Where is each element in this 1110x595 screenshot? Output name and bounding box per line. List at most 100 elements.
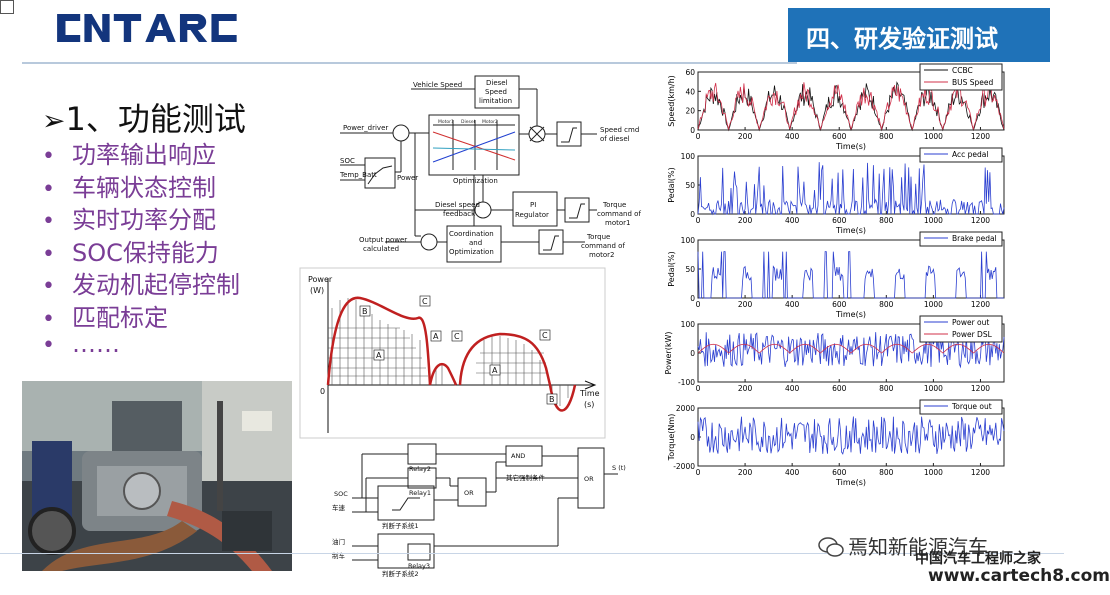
plot-frame bbox=[697, 155, 1005, 215]
x-tick-label: 1000 bbox=[924, 300, 943, 309]
slide-corner-mark bbox=[0, 0, 14, 14]
legend-box bbox=[919, 315, 1003, 343]
svg-text:calculated: calculated bbox=[363, 245, 399, 253]
power-curve-1 bbox=[326, 296, 432, 386]
svg-text:A: A bbox=[376, 351, 382, 360]
svg-text:Speed cmd: Speed cmd bbox=[600, 126, 639, 134]
svg-text:command of: command of bbox=[597, 210, 641, 218]
x-axis-label: Time(s) bbox=[835, 226, 866, 235]
list-item: •功率输出响应 bbox=[42, 141, 216, 169]
header-divider bbox=[22, 62, 797, 64]
list-item: •实时功率分配 bbox=[42, 206, 216, 234]
y-tick-label: 20 bbox=[685, 107, 695, 116]
legend-label: Power DSL bbox=[952, 330, 993, 339]
svg-text:Vehicle Speed: Vehicle Speed bbox=[413, 81, 462, 89]
watermark-site-name: 中国汽车工程师之家 bbox=[915, 551, 1041, 567]
legend-label: Power out bbox=[952, 318, 989, 327]
legend-label: Torque out bbox=[951, 402, 992, 411]
x-axis-label: Time(s) bbox=[835, 310, 866, 319]
y-tick-label: 0 bbox=[690, 349, 695, 358]
svg-text:Diesel: Diesel bbox=[461, 119, 475, 125]
x-tick-label: 200 bbox=[738, 384, 753, 393]
x-tick-label: 600 bbox=[832, 300, 847, 309]
svg-text:Motor2: Motor2 bbox=[482, 119, 498, 125]
svg-text:Diesel speed: Diesel speed bbox=[435, 201, 480, 209]
svg-text:motor2: motor2 bbox=[589, 251, 614, 259]
x-tick-label: 400 bbox=[785, 132, 800, 141]
svg-text:Power: Power bbox=[397, 174, 418, 182]
svg-text:OR: OR bbox=[464, 489, 474, 497]
svg-text:SOC: SOC bbox=[340, 157, 355, 165]
x-tick-label: 1200 bbox=[971, 132, 990, 141]
footer-divider bbox=[0, 553, 1064, 554]
y-tick-label: 0 bbox=[690, 126, 695, 135]
list-item: •SOC保持能力 bbox=[42, 238, 219, 267]
list-item: •匹配标定 bbox=[42, 303, 168, 332]
svg-text:feedback: feedback bbox=[443, 210, 476, 218]
x-tick-label: 0 bbox=[696, 216, 701, 225]
legend-label: Acc pedal bbox=[952, 150, 988, 159]
svg-text:Optimization: Optimization bbox=[449, 248, 494, 256]
y-tick-label: 50 bbox=[685, 265, 695, 274]
soc-lookup-block bbox=[364, 157, 396, 189]
series-line bbox=[697, 343, 1005, 354]
svg-text:油门: 油门 bbox=[332, 537, 345, 546]
chart-legend: Brake pedal bbox=[919, 231, 1003, 247]
control-block-diagram: Vehicle Speed Diesel Speed limitation Po… bbox=[339, 75, 641, 263]
legend-box bbox=[919, 63, 1003, 91]
svg-text:Relay3: Relay3 bbox=[408, 562, 430, 570]
svg-text:0: 0 bbox=[320, 387, 325, 396]
svg-text:and: and bbox=[469, 239, 482, 247]
x-tick-label: 400 bbox=[785, 468, 800, 477]
svg-text:limitation: limitation bbox=[479, 97, 512, 105]
y-tick-label: 0 bbox=[690, 210, 695, 219]
svg-text:Power: Power bbox=[308, 275, 333, 284]
y-axis-label: Speed(km/h) bbox=[667, 75, 676, 127]
relay2-block bbox=[407, 443, 437, 465]
x-axis-label: Time(s) bbox=[835, 478, 866, 487]
y-tick-label: 2000 bbox=[676, 404, 695, 413]
chart-legend: Acc pedal bbox=[919, 147, 1003, 163]
list-item: •…… bbox=[42, 330, 120, 358]
legend-label: CCBC bbox=[952, 66, 973, 75]
x-tick-label: 600 bbox=[832, 216, 847, 225]
x-tick-label: 0 bbox=[696, 300, 701, 309]
x-tick-label: 200 bbox=[738, 300, 753, 309]
y-tick-label: 50 bbox=[685, 181, 695, 190]
sum-junction-1 bbox=[392, 124, 410, 142]
x-tick-label: 800 bbox=[879, 216, 894, 225]
svg-text:(W): (W) bbox=[310, 286, 324, 295]
y-tick-label: -100 bbox=[678, 378, 695, 387]
company-logo bbox=[55, 8, 239, 58]
svg-text:Coordination: Coordination bbox=[449, 230, 494, 238]
logic-block-diagram: Relay2 Relay1 AND OR OR 其它强制条件 SOC 车速 油门… bbox=[332, 443, 626, 578]
svg-text:判断子系统1: 判断子系统1 bbox=[382, 521, 419, 530]
x-tick-label: 600 bbox=[832, 468, 847, 477]
x-tick-label: 400 bbox=[785, 216, 800, 225]
x-tick-label: 1000 bbox=[924, 132, 943, 141]
svg-text:motor1: motor1 bbox=[605, 219, 630, 227]
y-tick-label: 100 bbox=[681, 236, 696, 245]
chart-legend: Torque out bbox=[919, 399, 1003, 415]
svg-text:OR: OR bbox=[584, 475, 594, 483]
legend-box bbox=[919, 231, 1003, 247]
x-tick-label: 200 bbox=[738, 216, 753, 225]
x-tick-label: 1200 bbox=[971, 384, 990, 393]
x-tick-label: 600 bbox=[832, 132, 847, 141]
x-tick-label: 200 bbox=[738, 132, 753, 141]
section-title-bar: 四、研发验证测试 bbox=[788, 8, 1050, 62]
x-tick-label: 1000 bbox=[924, 384, 943, 393]
svg-text:Output power: Output power bbox=[359, 236, 407, 244]
series-line bbox=[697, 162, 1005, 216]
x-tick-label: 800 bbox=[879, 468, 894, 477]
svg-text:command of: command of bbox=[581, 242, 625, 250]
x-tick-label: 600 bbox=[832, 384, 847, 393]
